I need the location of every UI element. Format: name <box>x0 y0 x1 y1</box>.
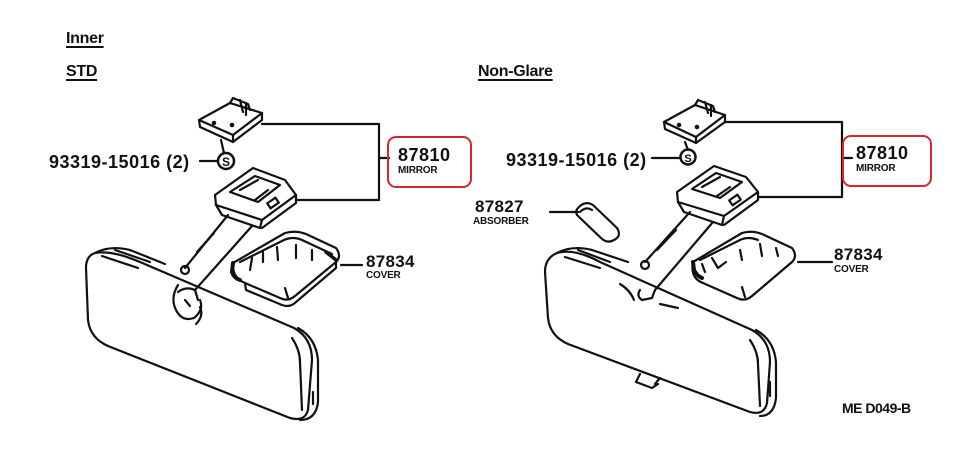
callout-absorber-number: 87827 <box>475 197 524 216</box>
callout-mirror-std-number: 87810 <box>398 145 451 165</box>
std-mirror-body-icon <box>84 246 320 422</box>
callout-cover-ng-number: 87834 <box>834 245 883 264</box>
svg-text:S: S <box>222 155 230 169</box>
ng-mirror-body-icon <box>543 246 778 418</box>
ng-mirror-stay-icon <box>639 164 760 292</box>
variant-heading-non-glare: Non-Glare <box>478 63 553 80</box>
screw-symbol-icon <box>679 148 697 166</box>
highlight-box-mirror-std <box>387 136 472 188</box>
callout-cover-std-name: COVER <box>366 270 401 281</box>
figure-code: ME D049-B <box>842 400 911 416</box>
std-cover-icon <box>230 230 341 308</box>
ng-absorber-icon <box>575 201 621 243</box>
ng-bracket-plate-icon <box>662 98 727 145</box>
callout-screw-non-glare: 93319-15016 (2) <box>506 150 647 170</box>
callout-cover-std-number: 87834 <box>366 252 415 271</box>
std-mirror-stay-icon <box>179 166 298 292</box>
section-title: Inner <box>66 30 104 47</box>
callout-mirror-ng-number: 87810 <box>856 143 909 163</box>
callout-mirror-std-name: MIRROR <box>398 165 438 176</box>
svg-text:S: S <box>684 153 691 165</box>
variant-heading-std: STD <box>66 63 98 80</box>
callout-cover-ng-name: COVER <box>834 264 869 275</box>
callout-absorber-name: ABSORBER <box>473 216 529 227</box>
callout-screw-std: 93319-15016 (2) <box>49 152 190 172</box>
highlight-box-mirror-non-glare <box>842 135 932 187</box>
ng-cover-icon <box>691 230 797 301</box>
non-glare-assembly: S <box>543 98 854 418</box>
std-bracket-plate-icon <box>197 96 264 144</box>
std-assembly: S <box>84 96 391 422</box>
callout-mirror-ng-name: MIRROR <box>856 163 896 174</box>
